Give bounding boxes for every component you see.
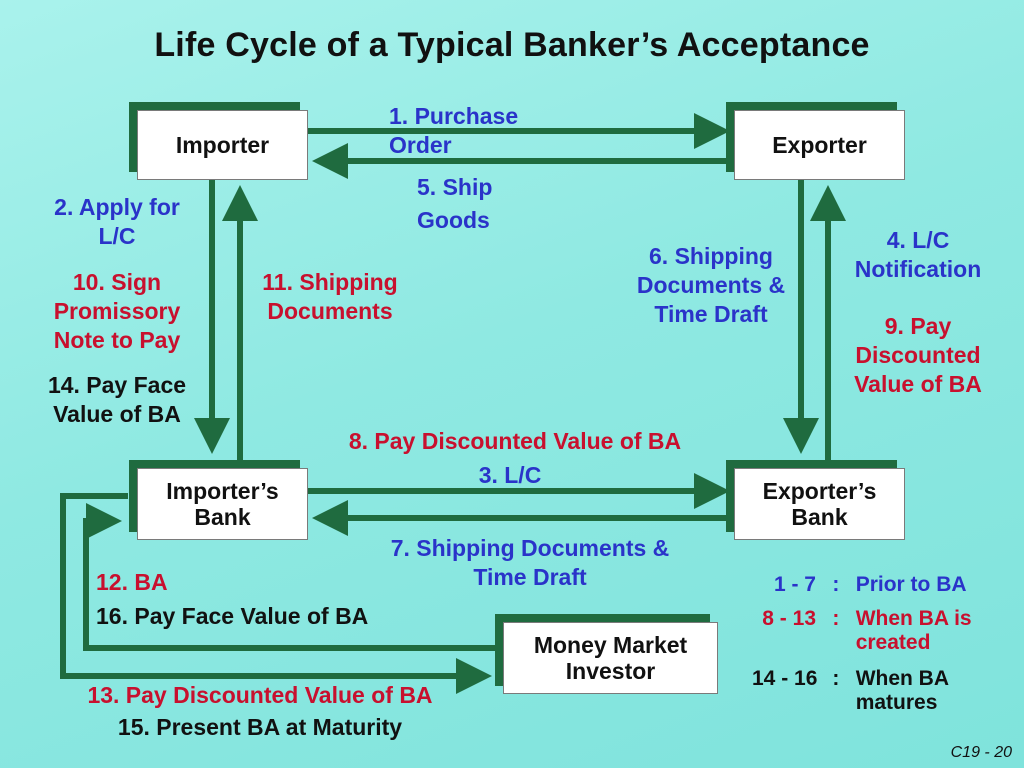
step-6-label: 6. Shipping Documents & Time Draft: [636, 243, 786, 327]
step-14-label: 14. Pay Face Value of BA: [47, 372, 187, 428]
step-10-label: 10. Sign Promissory Note to Pay: [53, 269, 181, 354]
slide-number: C19 - 20: [950, 744, 1012, 761]
legend-sep: :: [832, 667, 840, 690]
arrow-bank-to-investor: [60, 493, 492, 694]
legend-row-matures: 14 - 16 : When BA matures: [752, 667, 981, 715]
step-4-label: 4. L/C Notification: [854, 227, 982, 282]
step-7-label: 7. Shipping Documents & Time Draft: [390, 535, 670, 590]
legend-row-created: 8 - 13 : When BA is created: [752, 607, 981, 655]
step-2-label: 2. Apply for L/C: [54, 194, 180, 250]
exporter-box: Exporter: [734, 110, 905, 180]
legend-text: When BA matures: [855, 667, 949, 715]
importer-box: Importer: [137, 110, 308, 180]
step-9-label: 9. Pay Discounted Value of BA: [854, 313, 982, 397]
step-16-label: 16. Pay Face Value of BA: [96, 603, 369, 629]
legend-sep: :: [832, 573, 840, 596]
step-5-label: 5. Ship Goods: [417, 174, 493, 234]
arrow-investor-to-bank: [83, 503, 496, 651]
legend-range: 14 - 16: [752, 667, 818, 690]
legend-range: 8 - 13: [762, 607, 816, 630]
legend-text: Prior to BA: [855, 573, 967, 596]
exporters-bank-box: Exporter’s Bank: [734, 468, 905, 540]
legend-sep: :: [832, 607, 840, 630]
step-1-label: 1. Purchase Order: [389, 103, 519, 159]
step-3-label: 3. L/C: [478, 462, 542, 488]
importers-bank-box: Importer’s Bank: [137, 468, 308, 540]
legend-range: 1 - 7: [773, 573, 816, 596]
step-13-label: 13. Pay Discounted Value of BA: [87, 682, 433, 708]
money-market-investor-box: Money Market Investor: [503, 622, 718, 694]
slide-title: Life Cycle of a Typical Banker’s Accepta…: [154, 26, 870, 64]
step-15-label: 15. Present BA at Maturity: [117, 714, 403, 740]
legend-text: When BA is created: [855, 607, 972, 655]
step-12-label: 12. BA: [96, 569, 168, 595]
legend-row-prior: 1 - 7 : Prior to BA: [752, 573, 996, 597]
step-11-label: 11. Shipping Documents: [262, 269, 398, 325]
step-8-label: 8. Pay Discounted Value of BA: [348, 428, 682, 454]
